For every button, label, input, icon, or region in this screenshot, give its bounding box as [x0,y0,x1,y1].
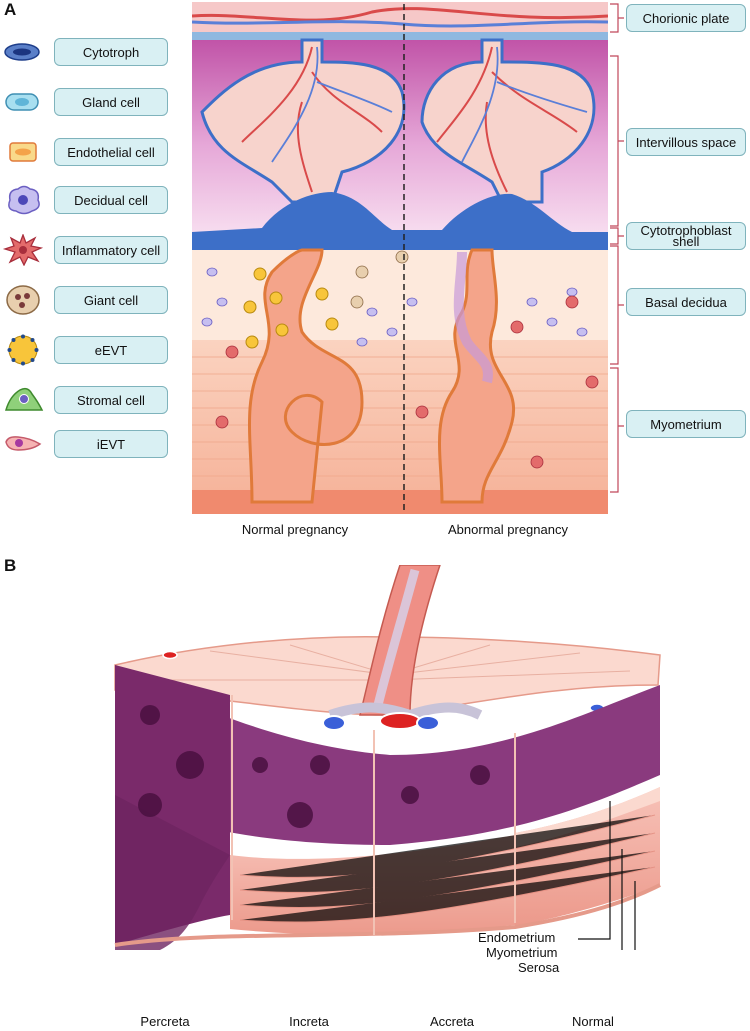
column-label-accreta: Accreta [402,1014,502,1029]
column-label-percreta: Percreta [120,1014,210,1029]
legend-label: Decidual cell [54,186,168,214]
legend-label: eEVT [54,336,168,364]
basal-decidua [192,250,608,340]
decidual-cell-icon [2,184,44,216]
chorionic-trophoblast [192,32,608,40]
stromal-cell-icon [2,384,44,416]
placenta-illustration [192,2,608,514]
legend-label: Endothelial cell [54,138,168,166]
legend-item-ievt: iEVT [0,428,180,460]
placenta-accreta-spectrum-illustration [110,565,670,950]
caption-abnormal-pregnancy: Abnormal pregnancy [410,522,606,537]
region-brackets [608,2,626,502]
region-label-myometrium: Myometrium [626,410,746,438]
legend-item-endothelial-cell: Endothelial cell [0,136,180,168]
legend-label: Inflammatory cell [54,236,168,264]
layer-label-serosa: Serosa [518,960,559,975]
ievt-icon [2,428,44,460]
panel-a-letter: A [4,0,16,20]
legend-item-eevt: eEVT [0,334,180,366]
giant-cell-icon [2,284,44,316]
legend-label: iEVT [54,430,168,458]
cytotroph-icon [2,36,44,68]
column-label-normal: Normal [548,1014,638,1029]
legend-item-stromal-cell: Stromal cell [0,384,180,416]
region-label-intervillous-space: Intervillous space [626,128,746,156]
legend-label: Stromal cell [54,386,168,414]
legend-item-gland-cell: Gland cell [0,86,180,118]
caption-normal-pregnancy: Normal pregnancy [200,522,390,537]
gland-cell-icon [2,86,44,118]
region-label-basal-decidua: Basal decidua [626,288,746,316]
legend-label: Cytotroph [54,38,168,66]
region-label-cytotrophoblast-shell: Cytotrophoblast shell [626,222,746,250]
layer-label-endometrium: Endometrium [478,930,555,945]
legend-label: Giant cell [54,286,168,314]
inflammatory-cell-icon [2,234,44,266]
legend-item-inflammatory-cell: Inflammatory cell [0,234,180,266]
legend-item-decidual-cell: Decidual cell [0,184,180,216]
eevt-icon [2,334,44,366]
layer-label-myometrium: Myometrium [486,945,558,960]
panel-b-letter: B [4,556,16,576]
legend-item-giant-cell: Giant cell [0,284,180,316]
legend-item-cytotroph: Cytotroph [0,36,180,68]
region-label-chorionic-plate: Chorionic plate [626,4,746,32]
endothelial-cell-icon [2,136,44,168]
legend-label: Gland cell [54,88,168,116]
column-label-increta: Increta [264,1014,354,1029]
